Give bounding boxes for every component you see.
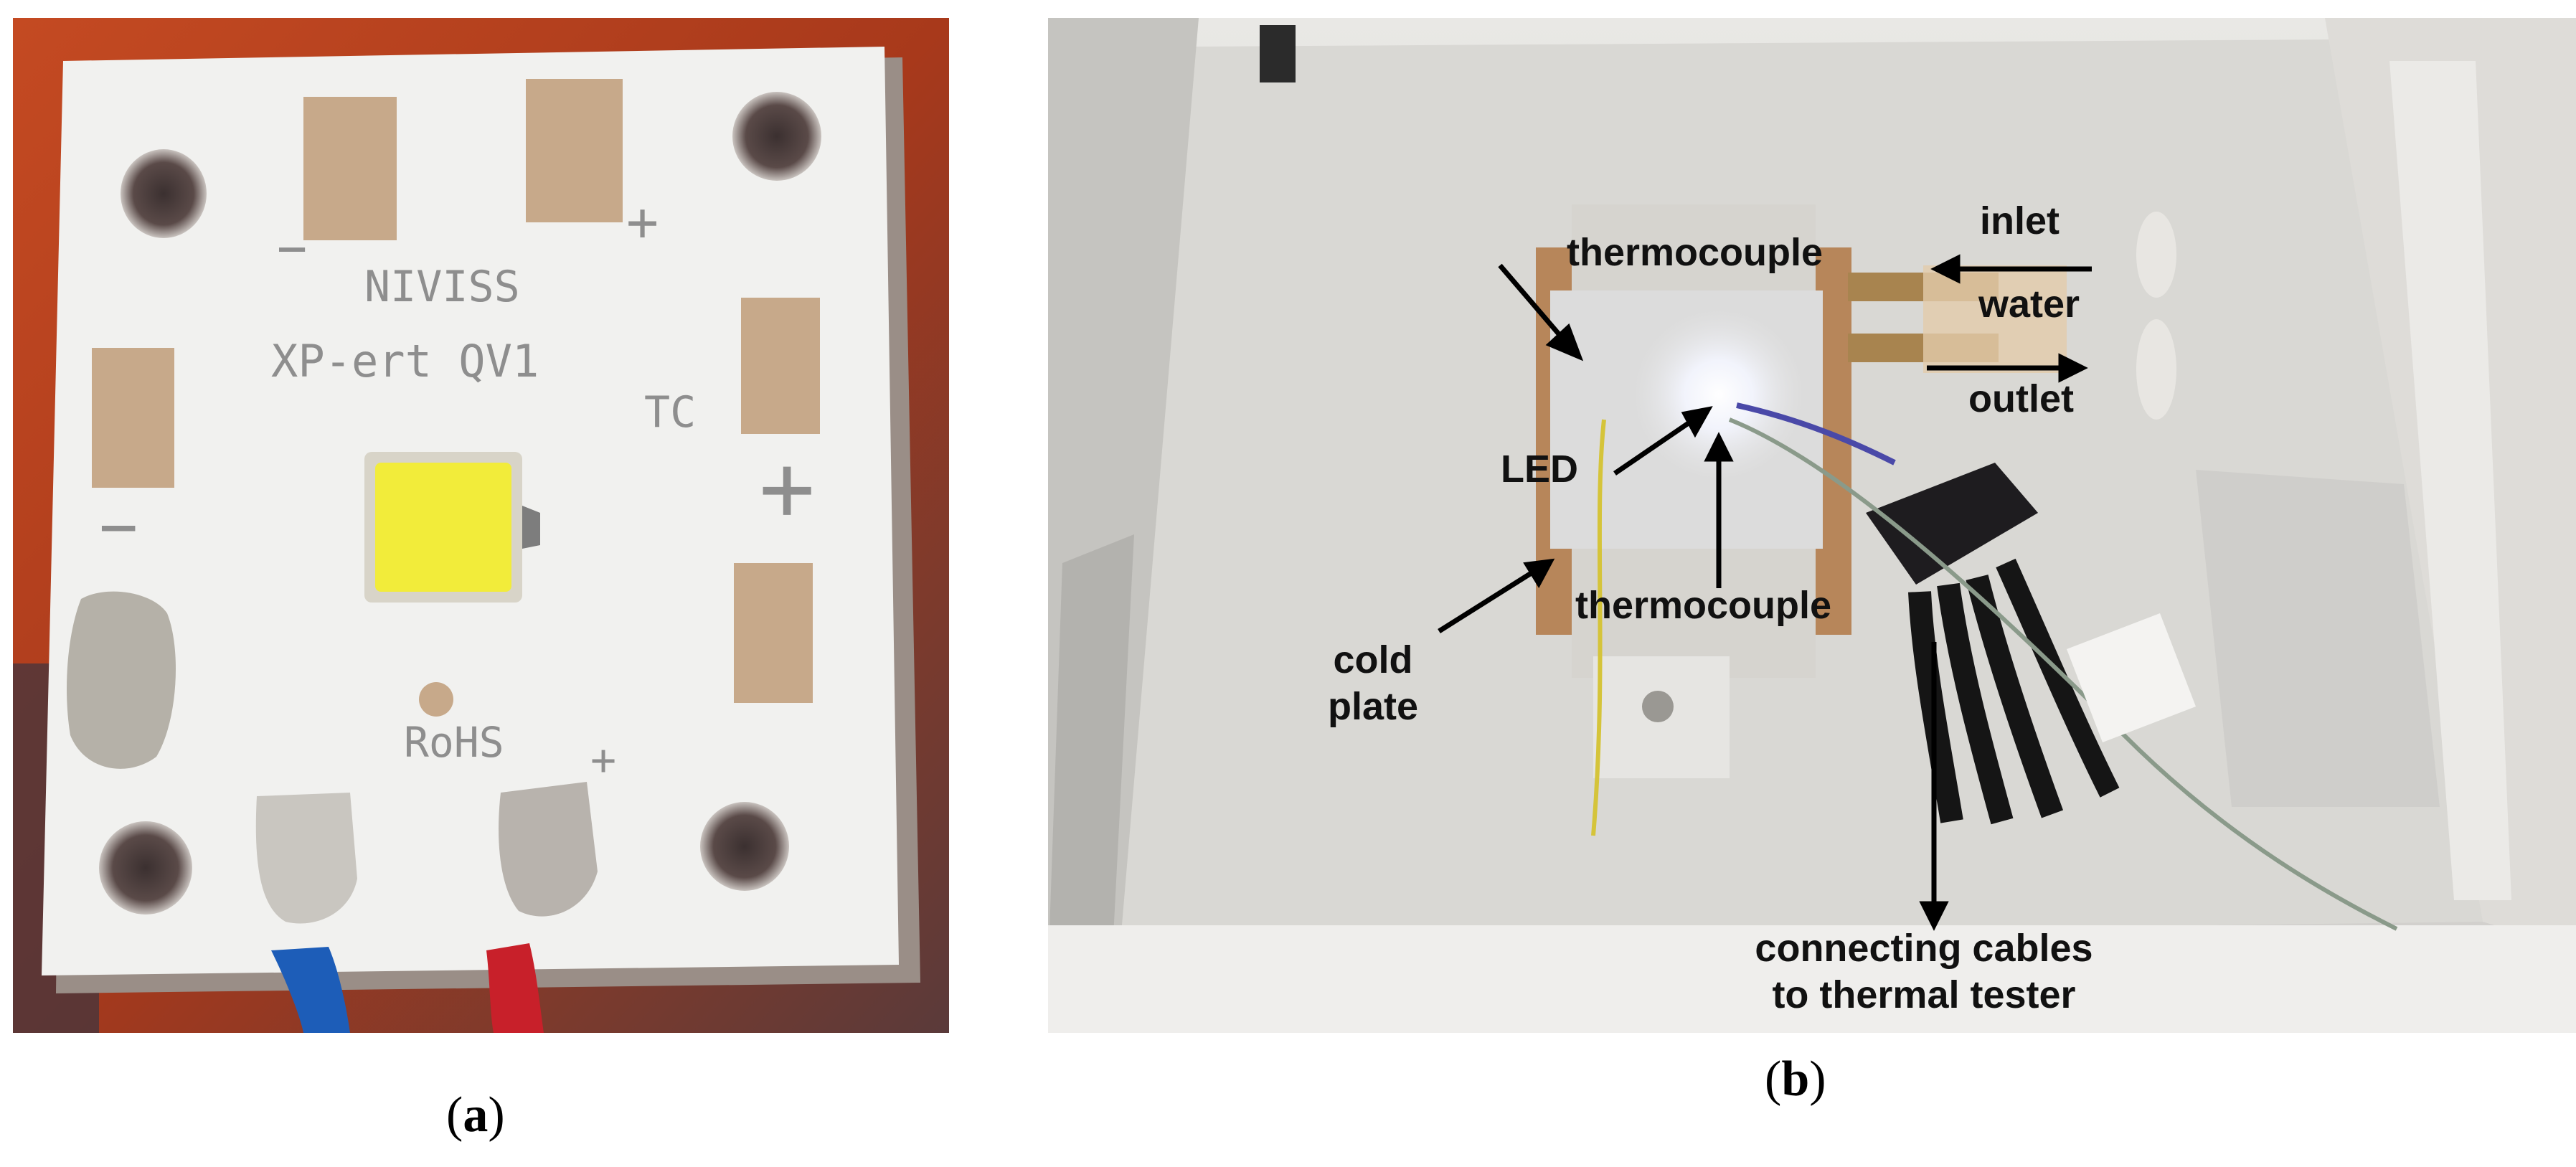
pcb-tc-text: TC (644, 387, 696, 438)
led-chip-icon (375, 463, 511, 592)
pcb-model-text: XP-ert QV1 (271, 335, 539, 387)
copper-pad (92, 348, 174, 488)
label-thermocouple-bottom: thermocouple (1575, 584, 1832, 627)
caption-a: (a) (446, 1087, 505, 1143)
mounting-hole (732, 92, 821, 181)
copper-pad (734, 563, 813, 703)
pcb-minus-left: − (99, 489, 138, 564)
wire-red (486, 943, 544, 1033)
setup-illustration (1048, 18, 2576, 1033)
solder-joint (255, 793, 357, 924)
caption-b-letter: b (1781, 1052, 1810, 1107)
led-pcb-illustration: NIVISS XP-ert QV1 TC RoHS − + + − + (13, 18, 949, 1033)
copper-pad (526, 79, 623, 222)
wire-blue (271, 947, 350, 1033)
solder-joint (67, 591, 176, 769)
copper-pad (741, 298, 820, 434)
mounting-hole (700, 802, 789, 891)
copper-pad (303, 97, 397, 240)
pcb-plus-top: + (626, 190, 659, 253)
label-connecting-cables: connecting cables to thermal tester (1702, 925, 2146, 1019)
mounting-hole (121, 149, 207, 238)
via-hole (419, 682, 453, 717)
label-outlet: outlet (1968, 377, 2074, 420)
pcb-plus-right: + (759, 433, 815, 542)
label-inlet: inlet (1980, 199, 2060, 242)
label-water: water (1978, 283, 2080, 326)
connector-block (1866, 463, 2038, 585)
photo-led-pcb: NIVISS XP-ert QV1 TC RoHS − + + − + (13, 18, 949, 1033)
label-cables-line1: connecting cables (1755, 927, 2093, 970)
label-cold: cold (1333, 638, 1413, 681)
mounting-hole (99, 821, 192, 915)
solder-joint (499, 782, 598, 917)
caption-a-letter: a (463, 1087, 489, 1143)
label-cold-plate: cold plate (1316, 637, 1430, 730)
label-led: LED (1501, 448, 1578, 491)
pcb-brand-text: NIVISS (364, 262, 520, 312)
pcb-minus-top: − (277, 219, 307, 278)
caption-b: (b) (1765, 1052, 1826, 1107)
label-thermocouple-top: thermocouple (1567, 231, 1824, 274)
label-cables-line2: to thermal tester (1772, 973, 2076, 1016)
pcb-plus-bottom: + (590, 735, 616, 785)
pcb-rohs-text: RoHS (404, 718, 504, 767)
led-glow-icon (1633, 308, 1805, 481)
photo-test-setup (1048, 18, 2576, 1033)
label-plate: plate (1327, 684, 1419, 728)
